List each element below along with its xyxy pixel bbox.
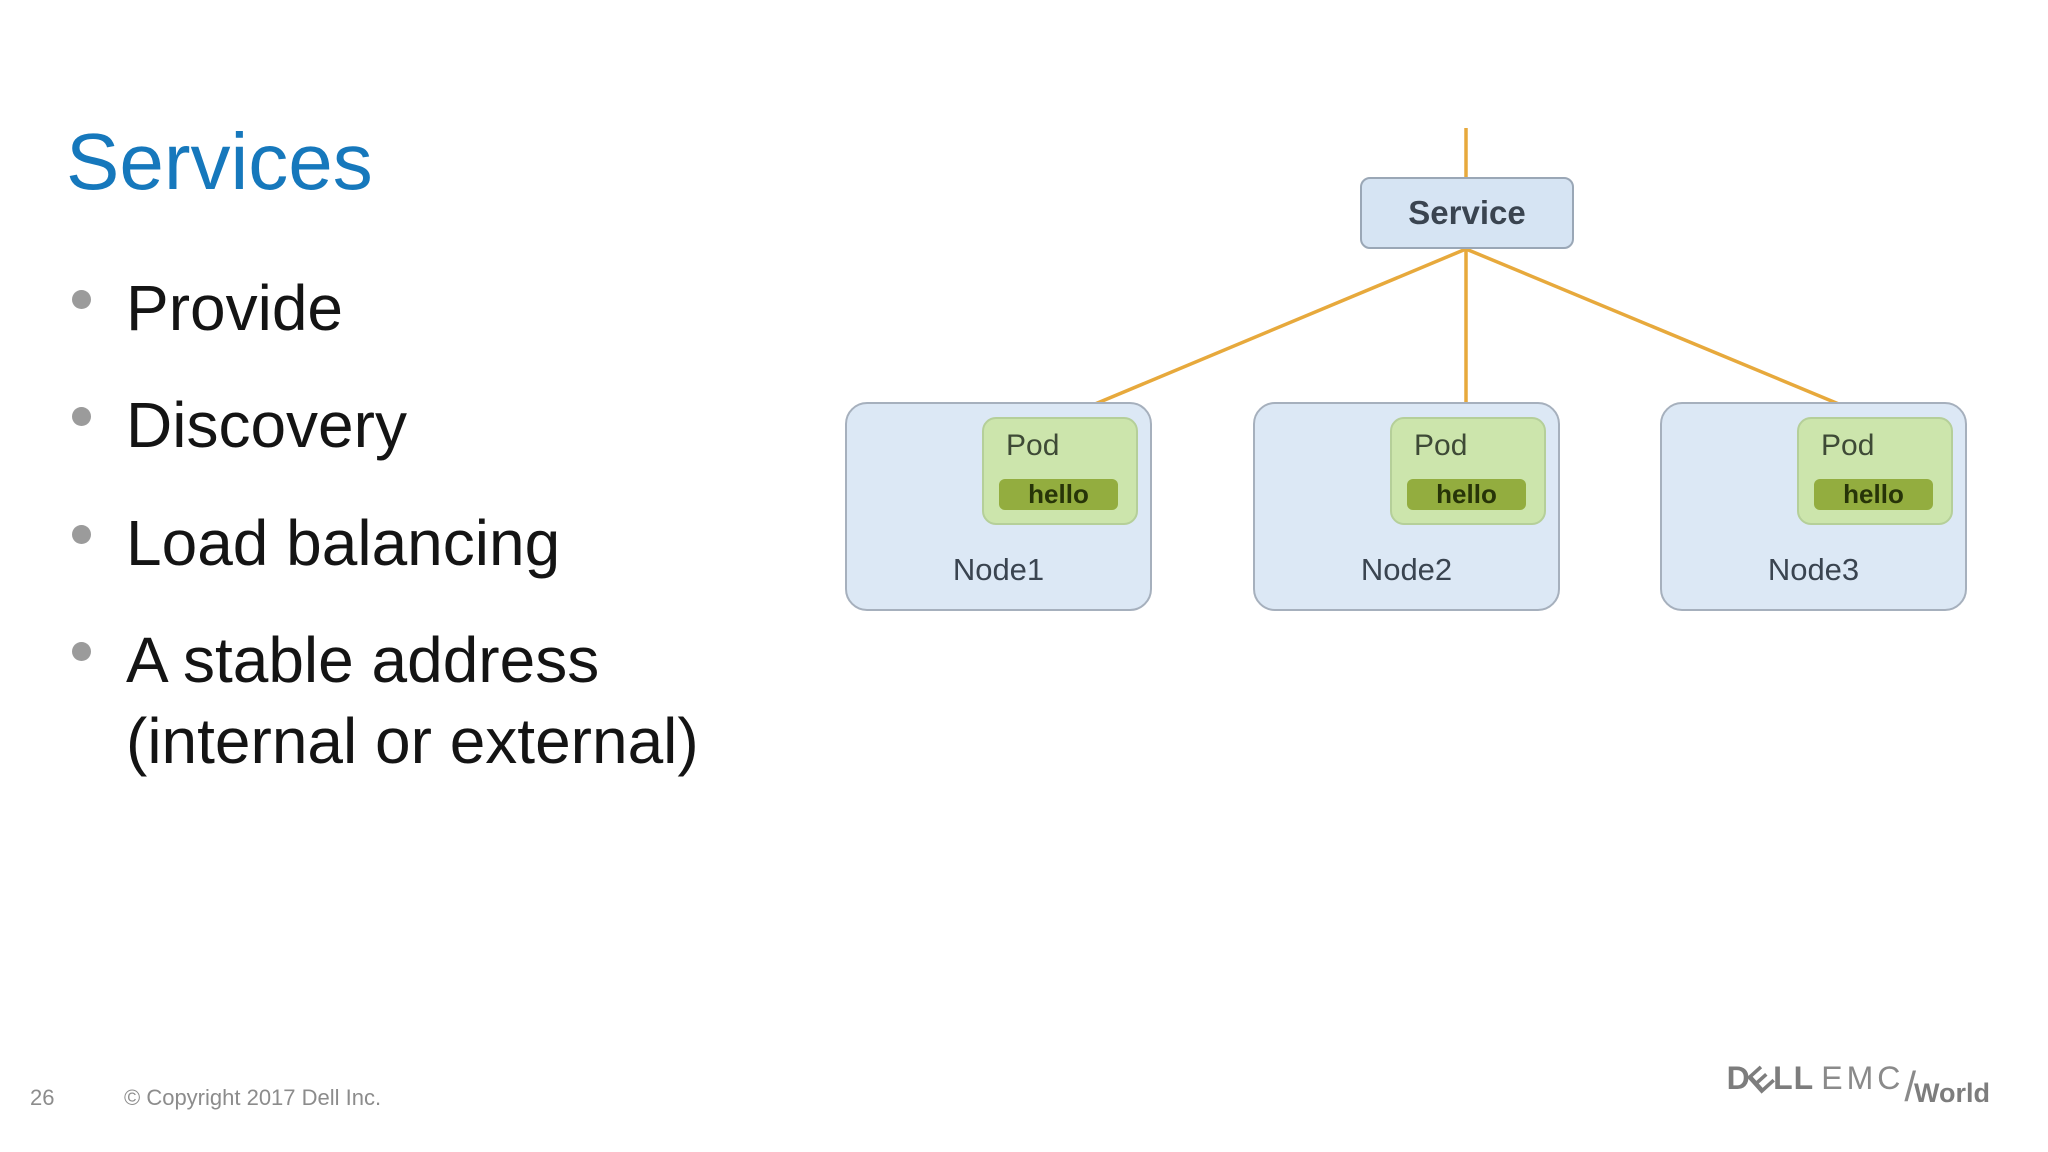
bullet-dot-icon: [72, 407, 91, 427]
list-item: Provide: [66, 268, 746, 349]
world-wordmark: World: [1914, 1078, 1990, 1108]
bullet-text: Discovery: [126, 389, 407, 462]
dell-wordmark: DELL: [1726, 1058, 1815, 1101]
pod-container-hello: hello: [1814, 479, 1933, 510]
connector-line-node1: [1063, 247, 1467, 419]
pod-box: Pod hello: [982, 417, 1138, 525]
page-number: 26: [30, 1085, 55, 1110]
bullet-text: Load balancing: [126, 506, 561, 579]
node-label: Node3: [1767, 552, 1860, 587]
pod-label: Pod: [1821, 429, 1875, 462]
copyright: © Copyright 2017 Dell Inc.: [124, 1085, 382, 1110]
pod-label: Pod: [1414, 429, 1468, 462]
bullet-list: Provide Discovery Load balancing A stabl…: [66, 268, 746, 818]
list-item: Load balancing: [66, 503, 746, 584]
bullet-text: Provide: [126, 272, 343, 344]
node-box-3: Pod hello Node3: [1660, 402, 1967, 611]
connector-line-node3: [1465, 247, 1871, 419]
page-title: Services: [66, 117, 373, 206]
node-label: Node1: [952, 552, 1045, 587]
list-item: Discovery: [66, 385, 746, 466]
dell-emc-world-logo: DELL EMC / World: [1726, 1058, 1992, 1108]
pod-box: Pod hello: [1390, 417, 1546, 525]
node-label: Node2: [1360, 552, 1453, 587]
logo-slash: /: [1904, 1063, 1916, 1110]
node-box-1: Pod hello Node1: [845, 402, 1152, 611]
bullet-dot-icon: [72, 641, 91, 661]
pod-container-hello: hello: [1407, 479, 1526, 510]
pod-box: Pod hello: [1797, 417, 1953, 525]
bullet-dot-icon: [72, 524, 91, 544]
node-box-2: Pod hello Node2: [1253, 402, 1560, 611]
bullet-dot-icon: [72, 290, 91, 309]
list-item: A stable address (internal or external): [66, 620, 746, 783]
pod-container-hello: hello: [999, 479, 1118, 510]
bullet-text: A stable address (internal or external): [126, 623, 699, 778]
service-box: Service: [1360, 177, 1574, 249]
emc-wordmark: EMC: [1821, 1060, 1905, 1096]
pod-label: Pod: [1006, 429, 1060, 462]
